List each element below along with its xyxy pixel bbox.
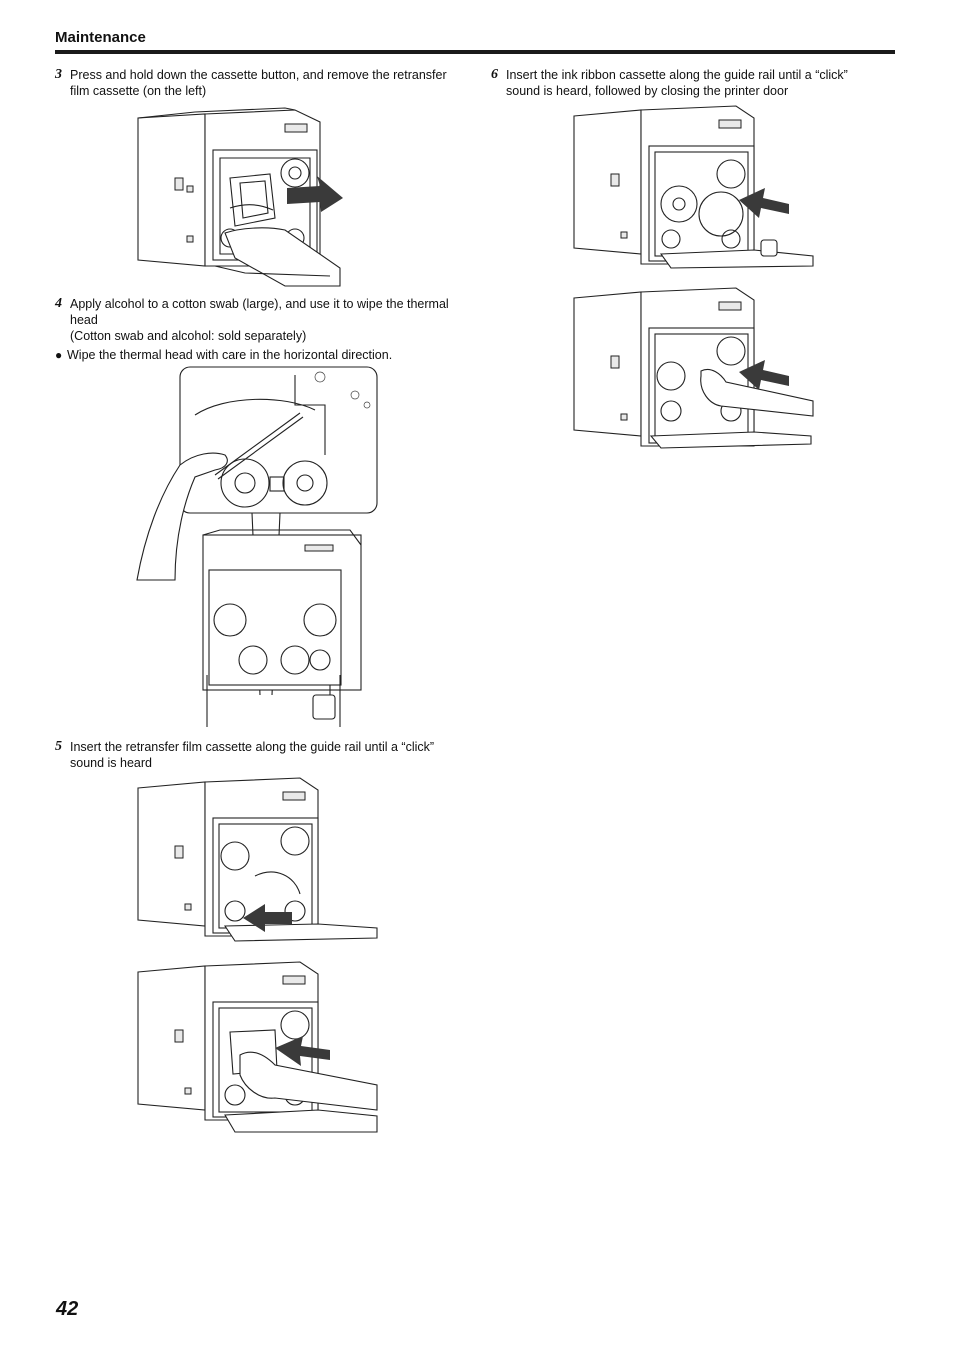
step-number: 4 bbox=[55, 296, 62, 311]
step-4: 4 Apply alcohol to a cotton swab (large)… bbox=[55, 296, 465, 344]
bullet-text: Wipe the thermal head with care in the h… bbox=[67, 348, 393, 362]
step-number: 5 bbox=[55, 739, 62, 754]
step-text: Insert the retransfer film cassette alon… bbox=[70, 740, 435, 770]
step-note: (Cotton swab and alcohol: sold separatel… bbox=[70, 329, 307, 343]
section-title: Maintenance bbox=[55, 29, 146, 46]
printer-insert-retransfer-illustration bbox=[137, 777, 378, 942]
printer-insert-ink-ribbon-illustration bbox=[573, 105, 814, 269]
step-6: 6 Insert the ink ribbon cassette along t… bbox=[491, 67, 871, 99]
printer-remove-cassette-illustration bbox=[137, 107, 343, 287]
cleaning-thermal-head-illustration bbox=[136, 366, 378, 727]
header-rule bbox=[55, 50, 895, 54]
step-number: 6 bbox=[491, 67, 498, 82]
step-text: Press and hold down the cassette button,… bbox=[70, 68, 447, 98]
step-text: Apply alcohol to a cotton swab (large), … bbox=[70, 297, 449, 327]
printer-insert-ink-ribbon-hand-illustration bbox=[573, 287, 814, 449]
step-text: Insert the ink ribbon cassette along the… bbox=[506, 68, 848, 98]
step-5: 5 Insert the retransfer film cassette al… bbox=[55, 739, 465, 771]
printer-insert-retransfer-hand-illustration bbox=[137, 961, 378, 1133]
bullet-icon: ● bbox=[55, 348, 63, 362]
step-number: 3 bbox=[55, 67, 62, 82]
page-number: 42 bbox=[56, 1298, 79, 1320]
step-4-bullet: ● Wipe the thermal head with care in the… bbox=[55, 347, 465, 363]
step-3: 3 Press and hold down the cassette butto… bbox=[55, 67, 465, 99]
